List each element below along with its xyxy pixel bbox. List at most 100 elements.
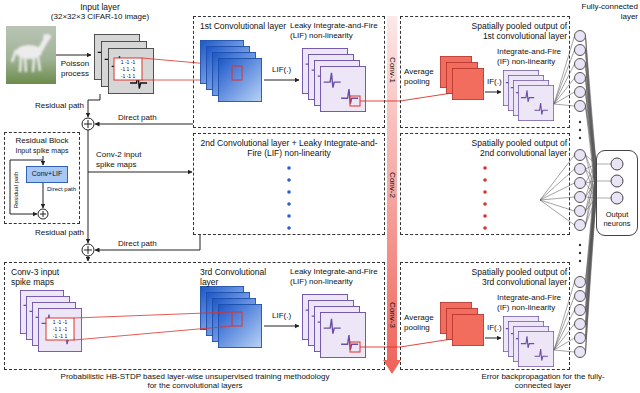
residual-wiring (88, 130, 89, 243)
footnote: Probabilistic HB-STDP based layer-wise u… (55, 372, 335, 390)
panel-title: 2nd Convolutional layer + Leaky Integrat… (200, 138, 378, 158)
pool2-dots (483, 178, 487, 182)
fc-neurons (575, 347, 586, 358)
layer-figure (360, 93, 452, 101)
input-image (6, 26, 56, 84)
pooling-box: Spatially pooled output of 2nd convoluti… (400, 133, 570, 235)
sum-node (84, 246, 92, 254)
layer-box: 1st Convolutional layerLeaky Integrate-a… (193, 16, 385, 128)
path-label: Residual path (20, 228, 84, 238)
pool2-dots (483, 226, 487, 230)
fc-dots (579, 244, 581, 246)
process-label: Poisson process (57, 59, 93, 78)
path-label: Residual path (20, 101, 84, 111)
fc-neurons (575, 192, 586, 203)
footnote: Error backpropagation for the fully-conn… (468, 372, 618, 390)
conv3-input-maps (46, 318, 74, 340)
stage-label: Leaky Integrate-and-Fire (LIF) non-linea… (290, 267, 382, 286)
pool2-dots (483, 190, 487, 194)
output-neuron (611, 158, 623, 204)
fc-neurons (575, 59, 586, 70)
process-box: Conv+LIF (26, 166, 68, 183)
function-label: IF(.) (487, 323, 502, 333)
panel-title: 1st Convolutional layer (200, 21, 286, 31)
fc-neurons (575, 73, 586, 84)
fc-neurons (575, 291, 586, 302)
input-image (12, 34, 51, 72)
sum-node (40, 211, 46, 217)
input-spike-maps (108, 48, 153, 93)
panel-title: Spatially pooled output of 3rd convoluti… (467, 267, 567, 287)
layer-order-arrow (383, 16, 401, 374)
fc-neurons (575, 277, 586, 288)
fc-wires (586, 36, 612, 352)
fc-dots (579, 129, 581, 131)
layer-figure (554, 36, 575, 106)
process-label: Conv+LIF (27, 167, 67, 180)
layer-figure (218, 58, 261, 101)
residual-wiring (95, 124, 193, 125)
residual-block-box: Residual BlockInput spike mapsDirect pat… (4, 132, 80, 224)
output-neuron (611, 192, 623, 204)
sum-node (38, 209, 48, 219)
conv3-input-maps (38, 308, 81, 351)
path-label: Residual path (13, 172, 20, 209)
layer-figure (518, 85, 553, 120)
panel-title: Conv-3 input spike maps (11, 267, 71, 287)
pool2-dots (483, 166, 487, 230)
kernel-cell: 1 -1 -1 (46, 319, 74, 326)
conv2-dots (287, 166, 291, 170)
residual-wiring (43, 181, 44, 208)
fc-neurons (575, 305, 586, 316)
path-label: Direct path (118, 239, 157, 249)
stage-label: Integrate-and-Fire (IF) non-linearity (497, 47, 569, 66)
poisson-arrow (56, 55, 91, 56)
fc-dots (579, 121, 581, 123)
conv2-dots (287, 190, 291, 194)
panel-title: Fully-connected layer (566, 2, 638, 21)
kernel-projection (74, 312, 232, 340)
kernel-cell: -1 -1 1 (46, 333, 74, 340)
conv2-dots (287, 178, 291, 182)
input-image (6, 26, 56, 84)
figure-title: Input layer (35, 2, 165, 12)
layer-figure (350, 96, 360, 106)
fc-neurons (575, 178, 586, 189)
layer-box: Conv-3 input spike maps 3rd Convolutional… (4, 262, 385, 370)
output-label: Output neurons (597, 210, 637, 228)
panel-title: Spatially pooled output of 2nd convoluti… (467, 138, 567, 158)
conv2-dots (287, 214, 291, 218)
function-label: LIF(.) (272, 311, 291, 321)
fc-neurons (575, 220, 586, 231)
residual-wiring (88, 172, 192, 173)
sum-node (82, 118, 94, 130)
output-neuron (611, 158, 623, 170)
input-image (16, 45, 42, 59)
path-label: Direct path (118, 113, 157, 123)
output-neuron (611, 175, 623, 187)
fc-dots (579, 260, 581, 262)
fc-neurons (575, 101, 586, 112)
fc-neurons (575, 333, 586, 344)
fc-neurons (575, 31, 586, 42)
fc-neurons (575, 87, 586, 98)
fc-neurons (575, 150, 586, 161)
residual-wiring (88, 256, 89, 261)
residual-wiring (88, 94, 100, 117)
figure-title: (32×32×3 CIFAR-10 image) (35, 12, 165, 22)
panel-title: 3rd Convolutional layer (200, 267, 286, 287)
stage-label: Average pooling (404, 67, 440, 86)
input-spike-maps (114, 58, 142, 80)
fc-neurons (575, 31, 586, 358)
conv2-dots (287, 226, 291, 230)
input-spike-maps (94, 34, 153, 93)
sum-node (84, 120, 92, 128)
residual-wiring (95, 235, 200, 250)
layer-figure (320, 66, 365, 111)
kernel-cell: -1 1 -1 (46, 326, 74, 333)
fc-neurons (575, 206, 586, 217)
function-label: IF(.) (487, 77, 502, 87)
layer-figure (485, 92, 501, 93)
path-label: Input spike maps (5, 147, 79, 155)
